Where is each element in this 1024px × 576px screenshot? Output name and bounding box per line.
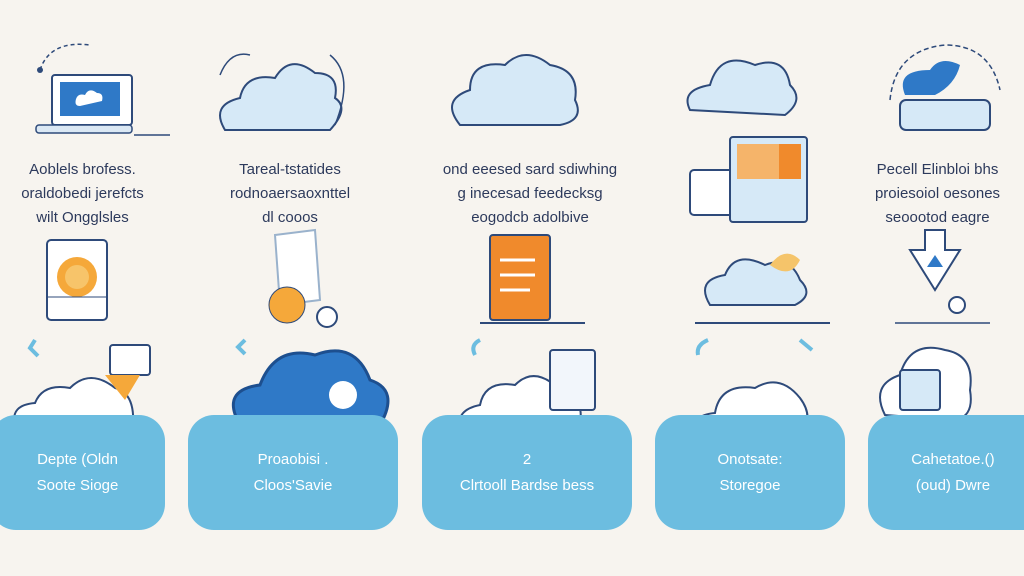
text-line: g inecesad feedecksg (457, 185, 603, 202)
panel-label: Soote Sioge (36, 476, 119, 494)
text-line: rodnoaersaoxnttel (229, 185, 351, 202)
cloud-server-icon (889, 44, 1001, 131)
step-panel-5: Cahetatoe.() (oud) Dwre (868, 415, 1024, 530)
column-3-text: ond eeesed sard sdiwhing g inecesad feed… (420, 158, 640, 230)
cloud-upload-icon (231, 338, 390, 427)
panel-label: Depte (Oldn (37, 450, 118, 468)
panel-label: Cahetatoe.() (911, 450, 995, 468)
column-1-text: Aoblels brofess. oraldobedi jerefcts wil… (0, 158, 165, 230)
column-5-text: Pecell Elinbloi bhs proiesoiol oesones s… (860, 158, 1015, 230)
text-line: seoootod eagre (885, 209, 990, 226)
text-line: dl cooos (262, 209, 318, 226)
text-line: oraldobedi jerefcts (21, 185, 144, 202)
cloud-files-icon (879, 346, 972, 422)
document-coin-icon (268, 228, 338, 328)
panel-label: Cloos'Savie (253, 476, 333, 494)
panel-label: (oud) Dwre (915, 476, 991, 494)
step-panel-3: 2 Clrtooll Bardse bess (422, 415, 632, 530)
step-panel-2: Proaobisi . Cloos'Savie (188, 415, 398, 530)
step-panel-1: Depte (Oldn Soote Sioge (0, 415, 165, 530)
cloud-hand-icon (13, 338, 151, 426)
panel-label: Clrtooll Bardse bess (459, 476, 595, 494)
cloud-icon (219, 53, 345, 131)
panel-label: Onotsate: (717, 450, 783, 468)
cloud-icon (451, 54, 579, 126)
download-shield-icon (895, 229, 990, 324)
text-line: wilt Ongglsles (36, 209, 129, 226)
text-line: Tareal-tstatides (239, 161, 341, 178)
text-line: eogodcb adolbive (471, 209, 589, 226)
text-line: Aoblels brofess. (29, 161, 136, 178)
laptop-cloud-icon (35, 43, 170, 136)
column-2-text: Tareal-tstatides rodnoaersaoxnttel dl co… (205, 158, 375, 230)
text-line: proiesoiol oesones (874, 185, 1001, 202)
tablet-coin-icon (46, 239, 108, 321)
text-line: Pecell Elinbloi bhs (876, 161, 999, 178)
panel-label: Storegoe (719, 476, 781, 494)
cloud-drive-icon (695, 253, 830, 324)
text-line: ond eeesed sard sdiwhing (442, 161, 618, 178)
document-icon (480, 234, 585, 324)
cloud-window-icon (686, 59, 808, 223)
panel-label: Proaobisi . (257, 450, 329, 468)
step-panel-4: Onotsate: Storegoe (655, 415, 845, 530)
panel-label: 2 (522, 450, 532, 468)
